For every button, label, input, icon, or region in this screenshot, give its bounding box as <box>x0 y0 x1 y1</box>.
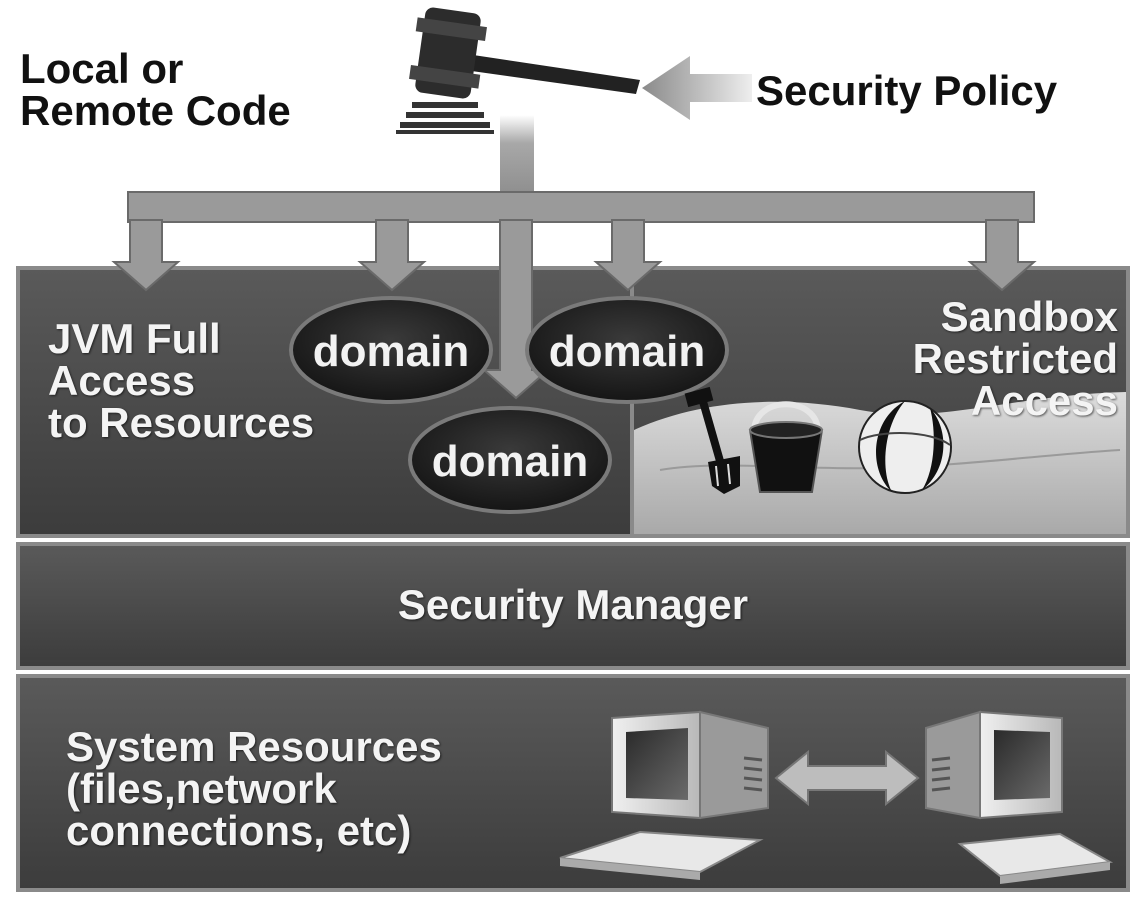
domain-oval-2 <box>525 296 729 404</box>
distribution-arrows <box>111 115 1037 400</box>
gavel-icon <box>396 7 640 134</box>
network-double-arrow <box>774 749 920 807</box>
domain-oval-1 <box>289 296 493 404</box>
domain-label-1: domain <box>312 327 470 376</box>
code-source-line2: Remote Code <box>20 87 291 134</box>
code-source-label: Local or Remote Code <box>20 48 291 132</box>
security-manager-panel <box>16 542 1130 670</box>
bucket-icon <box>748 401 824 493</box>
jvm-label: JVM Full Access to Resources <box>48 318 314 444</box>
arrow-to-sandbox <box>967 219 1037 292</box>
policy-arrow <box>642 56 752 120</box>
sandbox-line1: Sandbox <box>940 293 1118 340</box>
system-resources-label: System Resources (files,network connecti… <box>66 726 442 852</box>
system-resources-line2: (files,network <box>66 765 337 812</box>
shovel-icon <box>684 386 740 494</box>
jvm-line1: JVM Full <box>48 315 221 362</box>
domain-oval-3 <box>408 406 612 514</box>
security-manager-label: Security Manager <box>397 581 749 628</box>
jvm-line2: Access <box>48 357 196 404</box>
system-resources-line3: connections, etc) <box>66 807 412 854</box>
domain-label-2: domain <box>548 327 706 376</box>
security-policy-label: Security Policy <box>756 67 1058 114</box>
computer-icon-left <box>559 710 769 880</box>
code-source-line1: Local or <box>20 45 184 92</box>
jvm-line3: to Resources <box>48 399 315 446</box>
domain-label-3: domain <box>431 437 589 486</box>
arrow-to-domain-2 <box>593 219 663 292</box>
sandbox-line2: Restricted <box>912 335 1118 382</box>
beach-ball-icon <box>858 400 952 494</box>
arrow-to-jvm <box>111 219 181 292</box>
sandbox-line3: Access <box>970 377 1118 424</box>
system-resources-line1: System Resources <box>66 723 442 770</box>
arrow-to-domain-1 <box>357 219 427 292</box>
computer-icon-right <box>925 710 1114 884</box>
sandbox-label: Sandbox Restricted Access <box>913 296 1118 422</box>
